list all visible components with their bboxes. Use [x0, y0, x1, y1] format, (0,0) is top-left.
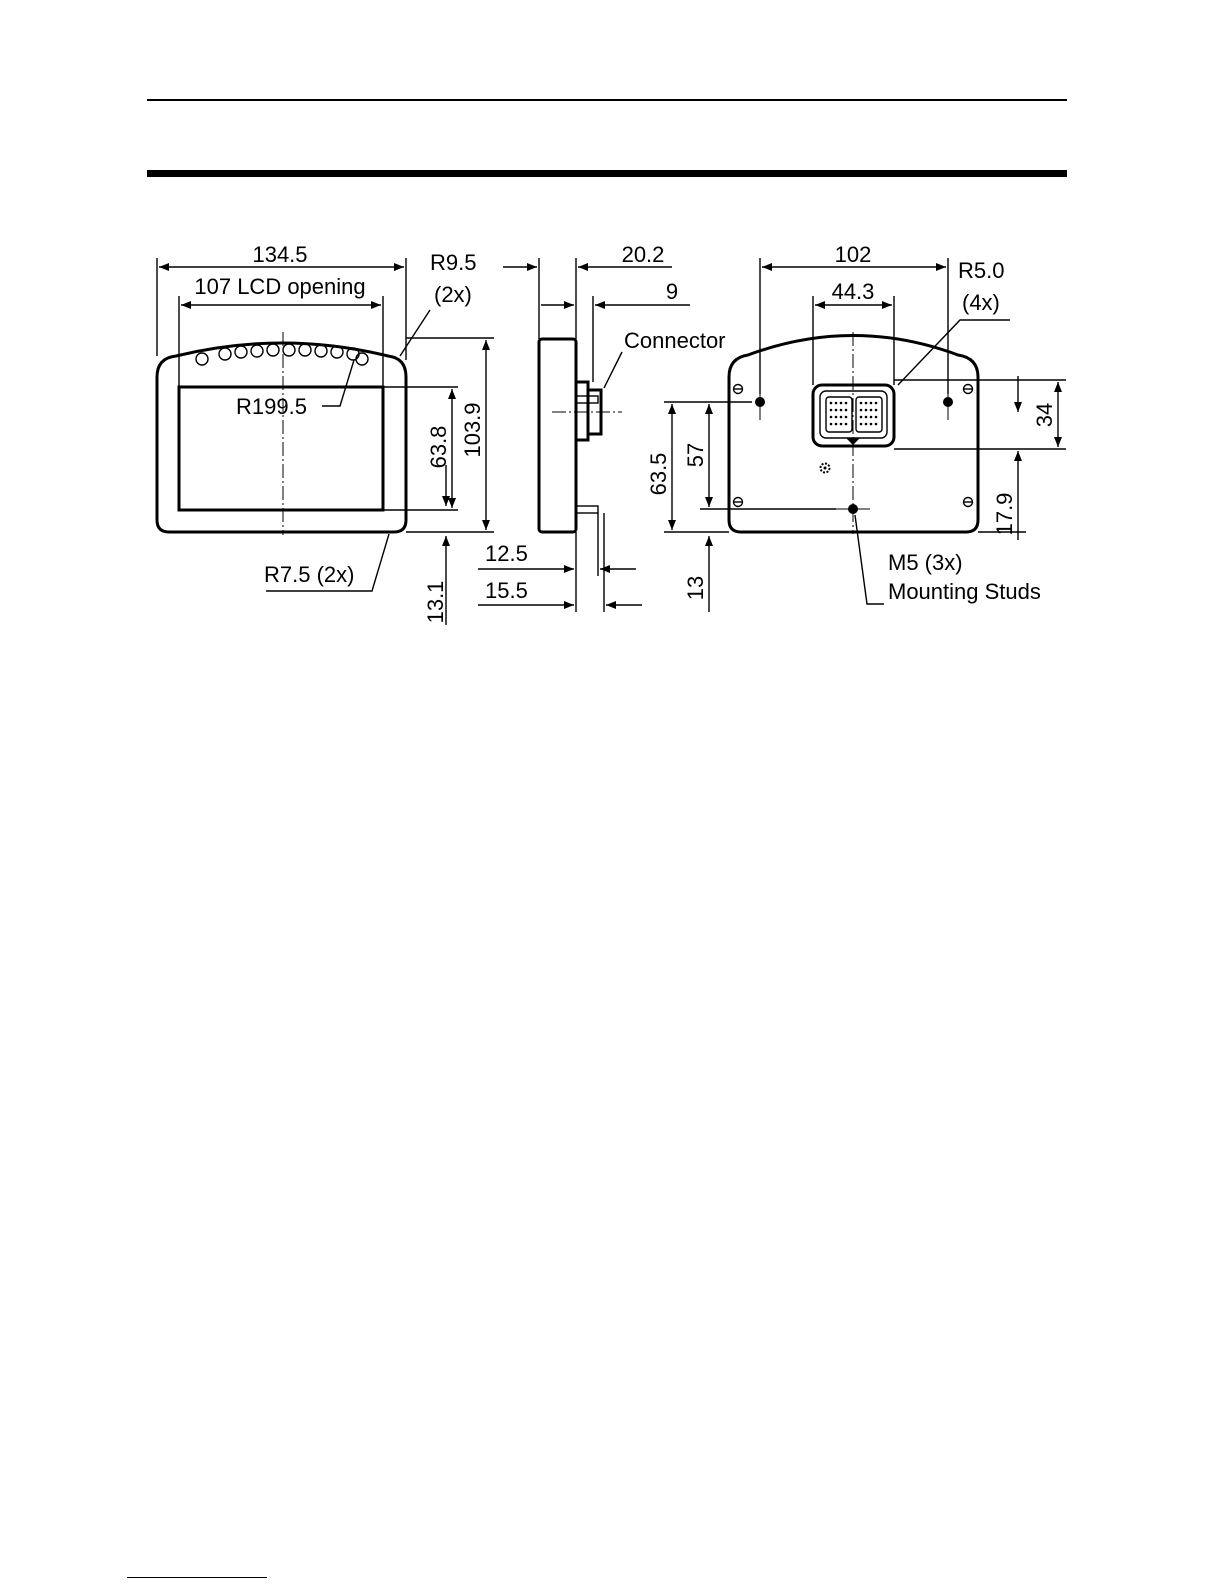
- lcd-bottom-offset-label: 13.1: [423, 581, 448, 624]
- vent-gear-icon: [821, 464, 830, 473]
- rear-corner-radius-qty: (4x): [962, 290, 1000, 315]
- lcd-opening-label: 107 LCD opening: [194, 274, 365, 299]
- footnote-rule: [127, 1577, 267, 1578]
- led-icon: [283, 344, 295, 356]
- led-icon: [219, 348, 231, 360]
- side-stud-bottom: [576, 506, 598, 513]
- stud-vertical-spacing-label: 57: [683, 443, 708, 467]
- top-corner-radius-label: R9.5: [430, 250, 476, 275]
- top-stud-height-label: 63.5: [646, 453, 671, 496]
- bottom-stud-offset-label: 13: [683, 576, 708, 600]
- connector-width-label: 44.3: [832, 279, 875, 304]
- led-icon: [299, 344, 311, 356]
- bottom-corner-radius-label: R7.5 (2x): [264, 562, 354, 587]
- stud-label-line2: Mounting Studs: [888, 579, 1041, 604]
- side-view: 20.2 9 Connector 12.5 15.5: [478, 242, 726, 612]
- lcd-height-label: 63.8: [426, 426, 451, 469]
- side-connector: [576, 382, 588, 440]
- front-body-outline: [157, 343, 406, 532]
- led-icon: [196, 353, 208, 365]
- led-icon: [267, 344, 279, 356]
- rear-view: 102 44.3 R5.0 (4x) 34 17.9 63.5 57 13 M5…: [646, 242, 1066, 612]
- overall-depth-label: 20.2: [622, 242, 665, 267]
- led-icon: [356, 353, 368, 365]
- stud-label-line1: M5 (3x): [888, 550, 963, 575]
- stud-length-long-label: 15.5: [485, 578, 528, 603]
- led-icon: [251, 345, 263, 357]
- rear-corner-radius-label: R5.0: [958, 258, 1004, 283]
- stud-spacing-label: 102: [835, 242, 872, 267]
- connector-bottom-offset-label: 17.9: [992, 493, 1017, 536]
- led-icon: [315, 345, 327, 357]
- connector-pins-left: [826, 397, 852, 432]
- overall-width-label: 134.5: [252, 242, 307, 267]
- connector-depth-label: 9: [666, 279, 678, 304]
- connector-pins-right: [856, 397, 882, 432]
- front-view: 134.5 107 LCD opening R9.5 (2x) R199.5 R…: [157, 242, 494, 625]
- overall-height-label: 103.9: [460, 402, 485, 457]
- top-arc-radius-label: R199.5: [236, 394, 307, 419]
- connector-label: Connector: [624, 328, 726, 353]
- side-body: [539, 339, 576, 532]
- connector-height-label: 34: [1032, 403, 1057, 427]
- top-corner-radius-qty: (2x): [434, 282, 472, 307]
- stud-length-short-label: 12.5: [485, 541, 528, 566]
- led-icon: [235, 346, 247, 358]
